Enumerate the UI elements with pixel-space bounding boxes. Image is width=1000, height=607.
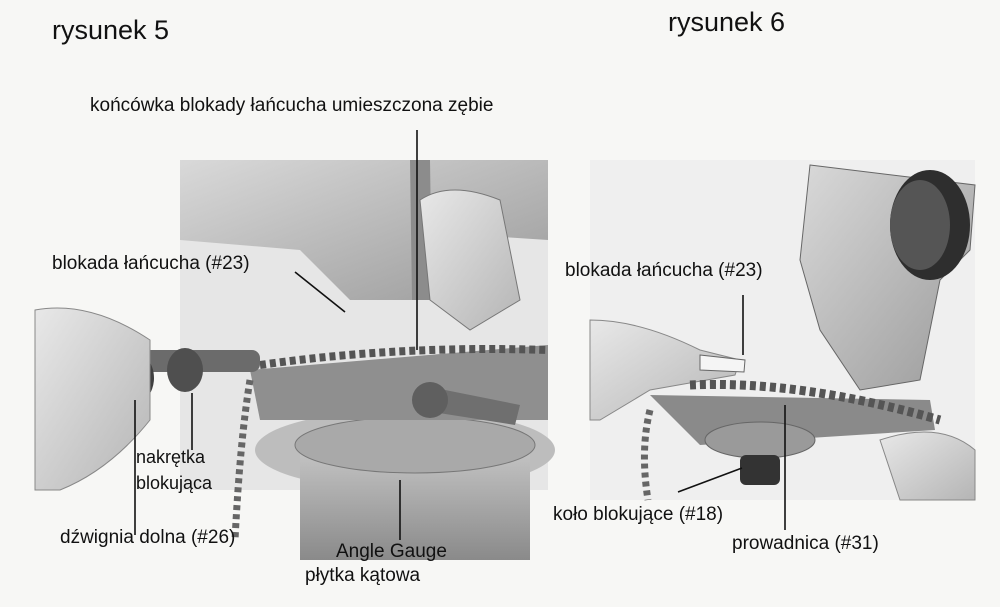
angle-gauge-label: Angle Gauge	[336, 541, 447, 562]
figure-6-photo	[589, 160, 976, 501]
figure-6-title: rysunek 6	[668, 7, 786, 37]
leader-lines	[134, 130, 786, 540]
chain-lock-tip-label: końcówka blokady łańcucha umieszczona zę…	[90, 95, 494, 116]
fig5-chain-lock-label: blokada łańcucha (#23)	[52, 253, 250, 274]
lower-lever-label: dźwignia dolna (#26)	[60, 527, 236, 548]
fig6-chain-lock-label: blokada łańcucha (#23)	[565, 260, 763, 281]
angle-plate-label: płytka kątowa	[305, 565, 421, 586]
figure-5-title: rysunek 5	[52, 15, 170, 45]
lock-nut-label-line1: nakrętka	[136, 447, 206, 467]
figure-5-photo	[34, 160, 555, 560]
guide-label: prowadnica (#31)	[732, 533, 879, 554]
lock-wheel-label: koło blokujące (#18)	[553, 504, 724, 525]
lock-nut-label-line2: blokująca	[136, 473, 213, 493]
